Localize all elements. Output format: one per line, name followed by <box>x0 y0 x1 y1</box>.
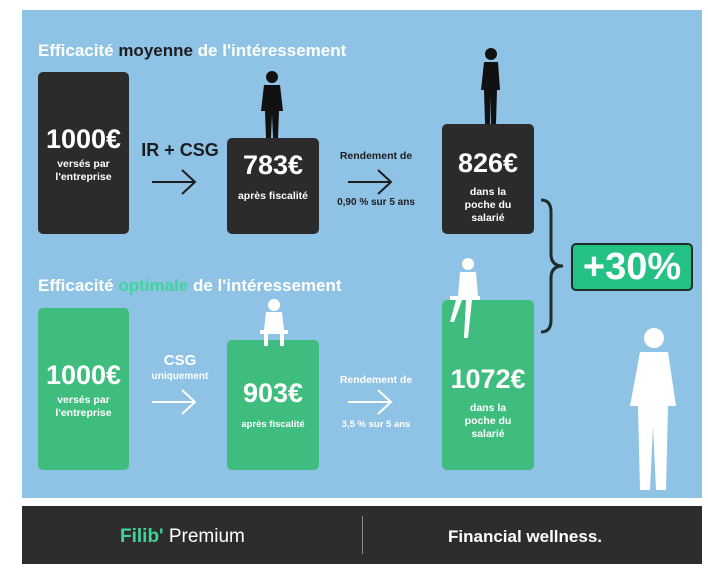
top-box1-caption: versés par l'entreprise <box>55 158 112 183</box>
bottom-arrow2-label-top: Rendement de <box>339 374 413 386</box>
top-box-after-tax: 783€ après fiscalité <box>227 138 319 234</box>
top-arrow1-label: IR + CSG <box>141 140 219 160</box>
footer-tagline: Financial wellness. <box>448 527 603 546</box>
bottom-box-employee: 1072€ dans la poche du salarié <box>442 300 534 470</box>
top-title-highlight: moyenne <box>118 41 193 60</box>
top-arrow2-label-top: Rendement de <box>339 150 413 162</box>
top-box2-amount: 783€ <box>242 150 304 180</box>
arrow-right-icon <box>348 169 393 195</box>
bottom-box-after-tax: 903€ après fiscalité <box>227 340 319 470</box>
bottom-arrow1-label-top: CSG <box>163 352 197 369</box>
bottom-title-post: de l'intéressement <box>188 276 342 295</box>
arrow-right-icon <box>152 389 197 415</box>
person-standing-icon <box>481 48 500 124</box>
bottom-box3-caption: dans la poche du salarié <box>464 402 512 440</box>
person-sitting-icon <box>260 299 288 346</box>
top-box-employee: 826€ dans la poche du salarié <box>442 124 534 234</box>
person-standing-icon <box>261 71 283 138</box>
bottom-box2-amount: 903€ <box>242 378 304 408</box>
top-box-company: 1000€ versés par l'entreprise <box>38 72 129 234</box>
bottom-title-highlight: optimale <box>118 276 189 295</box>
bottom-arrow1-label-bottom: uniquement <box>151 371 209 382</box>
brace-icon <box>540 198 564 334</box>
arrow-right-icon <box>152 169 197 195</box>
bottom-box1-caption: versés par l'entreprise <box>55 394 112 419</box>
bottom-title-pre: Efficacité <box>38 276 119 295</box>
top-section-title: Efficacité moyenne de l'intéressement <box>38 41 346 61</box>
top-title-post: de l'intéressement <box>192 41 347 60</box>
footer-bar: Filib' Premium Financial wellness. <box>22 506 702 564</box>
bottom-box-company: 1000€ versés par l'entreprise <box>38 308 129 470</box>
footer-divider <box>362 516 363 554</box>
bottom-box3-amount: 1072€ <box>450 364 526 394</box>
gain-badge: +30% <box>571 243 693 291</box>
top-box3-amount: 826€ <box>457 148 519 178</box>
top-box1-amount: 1000€ <box>45 124 122 154</box>
top-title-pre: Efficacité <box>38 41 119 60</box>
bottom-box1-amount: 1000€ <box>45 360 122 390</box>
person-standing-icon <box>630 328 676 490</box>
bottom-section-title: Efficacité optimale de l'intéressement <box>38 276 342 296</box>
arrow-right-icon <box>348 389 393 415</box>
brand-product: Premium <box>163 526 245 547</box>
brand-logo: Filib' Premium <box>120 526 245 548</box>
top-box2-caption: après fiscalité <box>237 190 309 202</box>
top-box3-caption: dans la poche du salarié <box>464 186 512 224</box>
top-arrow2-label-bottom: 0,90 % sur 5 ans <box>337 197 415 208</box>
bottom-arrow2-label-bottom: 3,5 % sur 5 ans <box>341 419 411 430</box>
person-sitting-icon <box>450 258 480 338</box>
bottom-box2-caption: après fiscalité <box>241 419 305 430</box>
brand-name: Filib' <box>120 526 164 547</box>
